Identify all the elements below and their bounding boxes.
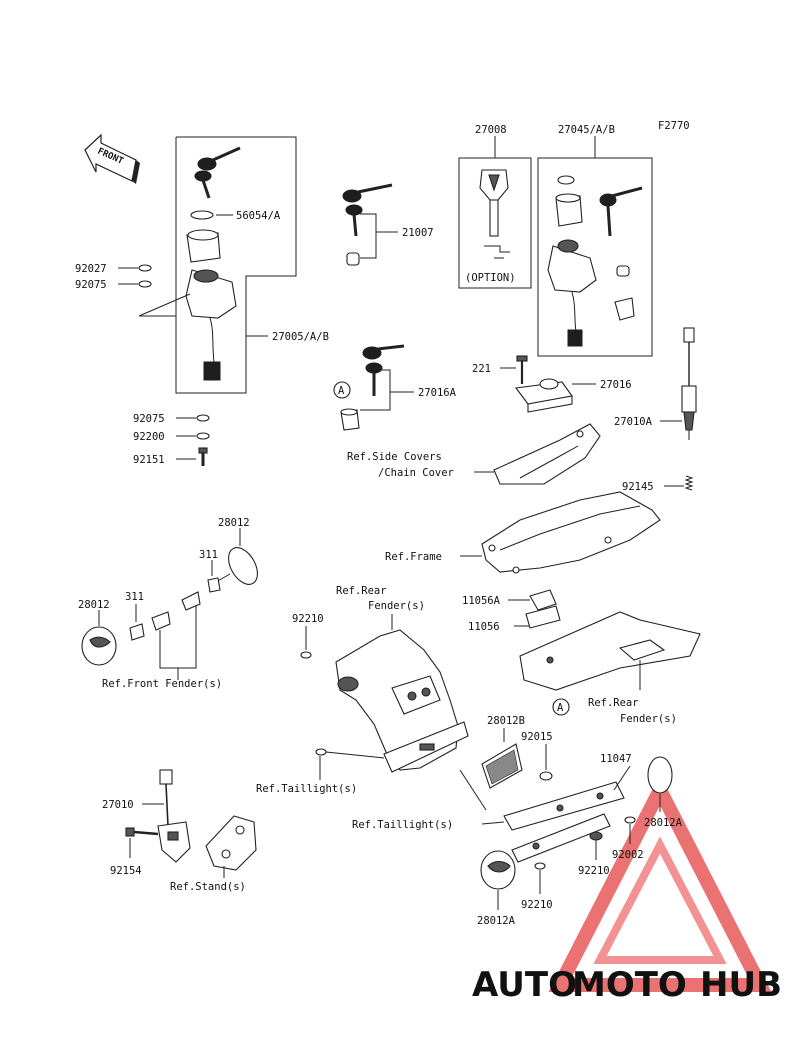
label-92145: 92145	[622, 481, 654, 493]
label-92002: 92002	[612, 849, 644, 861]
callout-a-bottom	[552, 698, 570, 716]
label-92200: 92200	[133, 431, 165, 443]
label-ref-taillight-2: Ref.Taillight(s)	[352, 819, 453, 831]
label-ref-rear-fender-2b: Fender(s)	[620, 713, 677, 725]
label-27016a: 27016A	[418, 387, 457, 399]
bracket-11056	[525, 605, 561, 629]
label-92210-top: 92210	[292, 613, 324, 625]
washer-icon	[138, 280, 152, 288]
reflector-28012a-right	[647, 756, 673, 794]
reflector-28012-left	[81, 626, 117, 666]
label-56054a: 56054/A	[236, 210, 281, 222]
label-11056: 11056	[468, 621, 500, 633]
label-27010: 27010	[102, 799, 134, 811]
watermark-text: AUTO MOTO HUB	[472, 965, 782, 1005]
connector-icon	[203, 361, 221, 381]
label-92015: 92015	[521, 731, 553, 743]
bolt-icon	[198, 447, 208, 466]
label-92075-bottom: 92075	[133, 413, 165, 425]
label-27010a: 27010A	[614, 416, 653, 428]
watermark-part-moto: MOTO	[572, 965, 687, 1005]
frame-bracket-upper	[493, 423, 601, 485]
label-28012b: 28012B	[487, 715, 525, 727]
label-92027: 92027	[75, 263, 107, 275]
label-92151: 92151	[133, 454, 165, 466]
nut-icon	[534, 862, 546, 870]
spring-icon	[684, 475, 694, 491]
nut-icon	[300, 651, 312, 659]
label-ref-stand: Ref.Stand(s)	[170, 881, 246, 893]
front-arrow-icon: FRONT	[84, 133, 140, 184]
watermark-part-auto: AUTO	[472, 965, 577, 1005]
rear-fender-body	[335, 629, 469, 773]
label-311-left: 311	[125, 591, 144, 603]
reflector-28012-top	[215, 547, 258, 585]
washer-icon	[190, 210, 214, 220]
label-92210-low: 92210	[521, 899, 553, 911]
label-92210-mid: 92210	[578, 865, 610, 877]
label-21007: 21007	[402, 227, 434, 239]
watermark-logo	[548, 774, 772, 992]
label-ref-side-covers-1: Ref.Side Covers	[347, 451, 442, 463]
lock-set-box	[537, 157, 653, 357]
bracket-11056a	[529, 589, 557, 611]
label-11047: 11047	[600, 753, 632, 765]
nut-311-top	[207, 577, 221, 593]
option-label: (OPTION)	[465, 272, 516, 284]
label-92075-top: 92075	[75, 279, 107, 291]
label-28012a-right: 28012A	[644, 817, 683, 829]
label-28012a-low: 28012A	[477, 915, 516, 927]
label-28012-top: 28012	[218, 517, 250, 529]
rear-fender-inner	[519, 611, 701, 691]
side-stand-switch-27010	[157, 769, 191, 863]
label-ref-rear-fender-2a: Ref.Rear	[588, 697, 639, 709]
stand-bracket	[205, 815, 257, 871]
label-ref-side-covers-2: /Chain Cover	[378, 467, 454, 479]
figure-code: F2770	[658, 120, 690, 132]
washer-icon	[196, 432, 210, 440]
label-92154: 92154	[110, 865, 142, 877]
label-27005ab: 27005/A/B	[272, 331, 329, 343]
ignition-switch-group	[138, 136, 297, 394]
washer-icon	[196, 414, 210, 422]
reflector-28012a-low	[480, 850, 516, 890]
seat-lock-assembly	[514, 355, 573, 413]
label-ref-rear-fender-1a: Ref.Rear	[336, 585, 387, 597]
option-key-box	[458, 157, 532, 289]
grommet-icon	[138, 264, 152, 272]
mount-bolts	[129, 591, 201, 680]
key-icon	[194, 146, 241, 199]
label-311-top: 311	[199, 549, 218, 561]
label-27016: 27016	[600, 379, 632, 391]
seat-switch-27010a	[681, 327, 697, 440]
frame-rear	[481, 491, 661, 574]
nut-icon	[624, 816, 636, 824]
callout-a-text-bottom: A	[557, 702, 564, 714]
label-27008: 27008	[475, 124, 507, 136]
nut-icon	[589, 831, 603, 841]
label-ref-taillight-1: Ref.Taillight(s)	[256, 783, 357, 795]
callout-a-top	[333, 381, 351, 399]
label-ref-rear-fender-1b: Fender(s)	[368, 600, 425, 612]
label-221: 221	[472, 363, 491, 375]
key-set-21007	[342, 183, 398, 266]
lock-set-parts	[547, 175, 643, 347]
reflector-28012b	[481, 743, 523, 789]
license-bracket-11047	[503, 781, 625, 863]
label-27045ab: 27045/A/B	[558, 124, 615, 136]
callout-a-text-top: A	[338, 385, 345, 397]
nut-icon	[539, 771, 553, 781]
watermark-part-hub: HUB	[700, 965, 782, 1005]
label-ref-front-fender: Ref.Front Fender(s)	[102, 678, 222, 690]
key-set-27016a	[340, 344, 414, 431]
label-11056a: 11056A	[462, 595, 501, 607]
label-ref-frame: Ref.Frame	[385, 551, 442, 563]
screw-92154	[125, 827, 159, 837]
nut-icon	[315, 748, 327, 756]
transponder-key-icon	[479, 169, 510, 259]
label-28012-left: 28012	[78, 599, 110, 611]
